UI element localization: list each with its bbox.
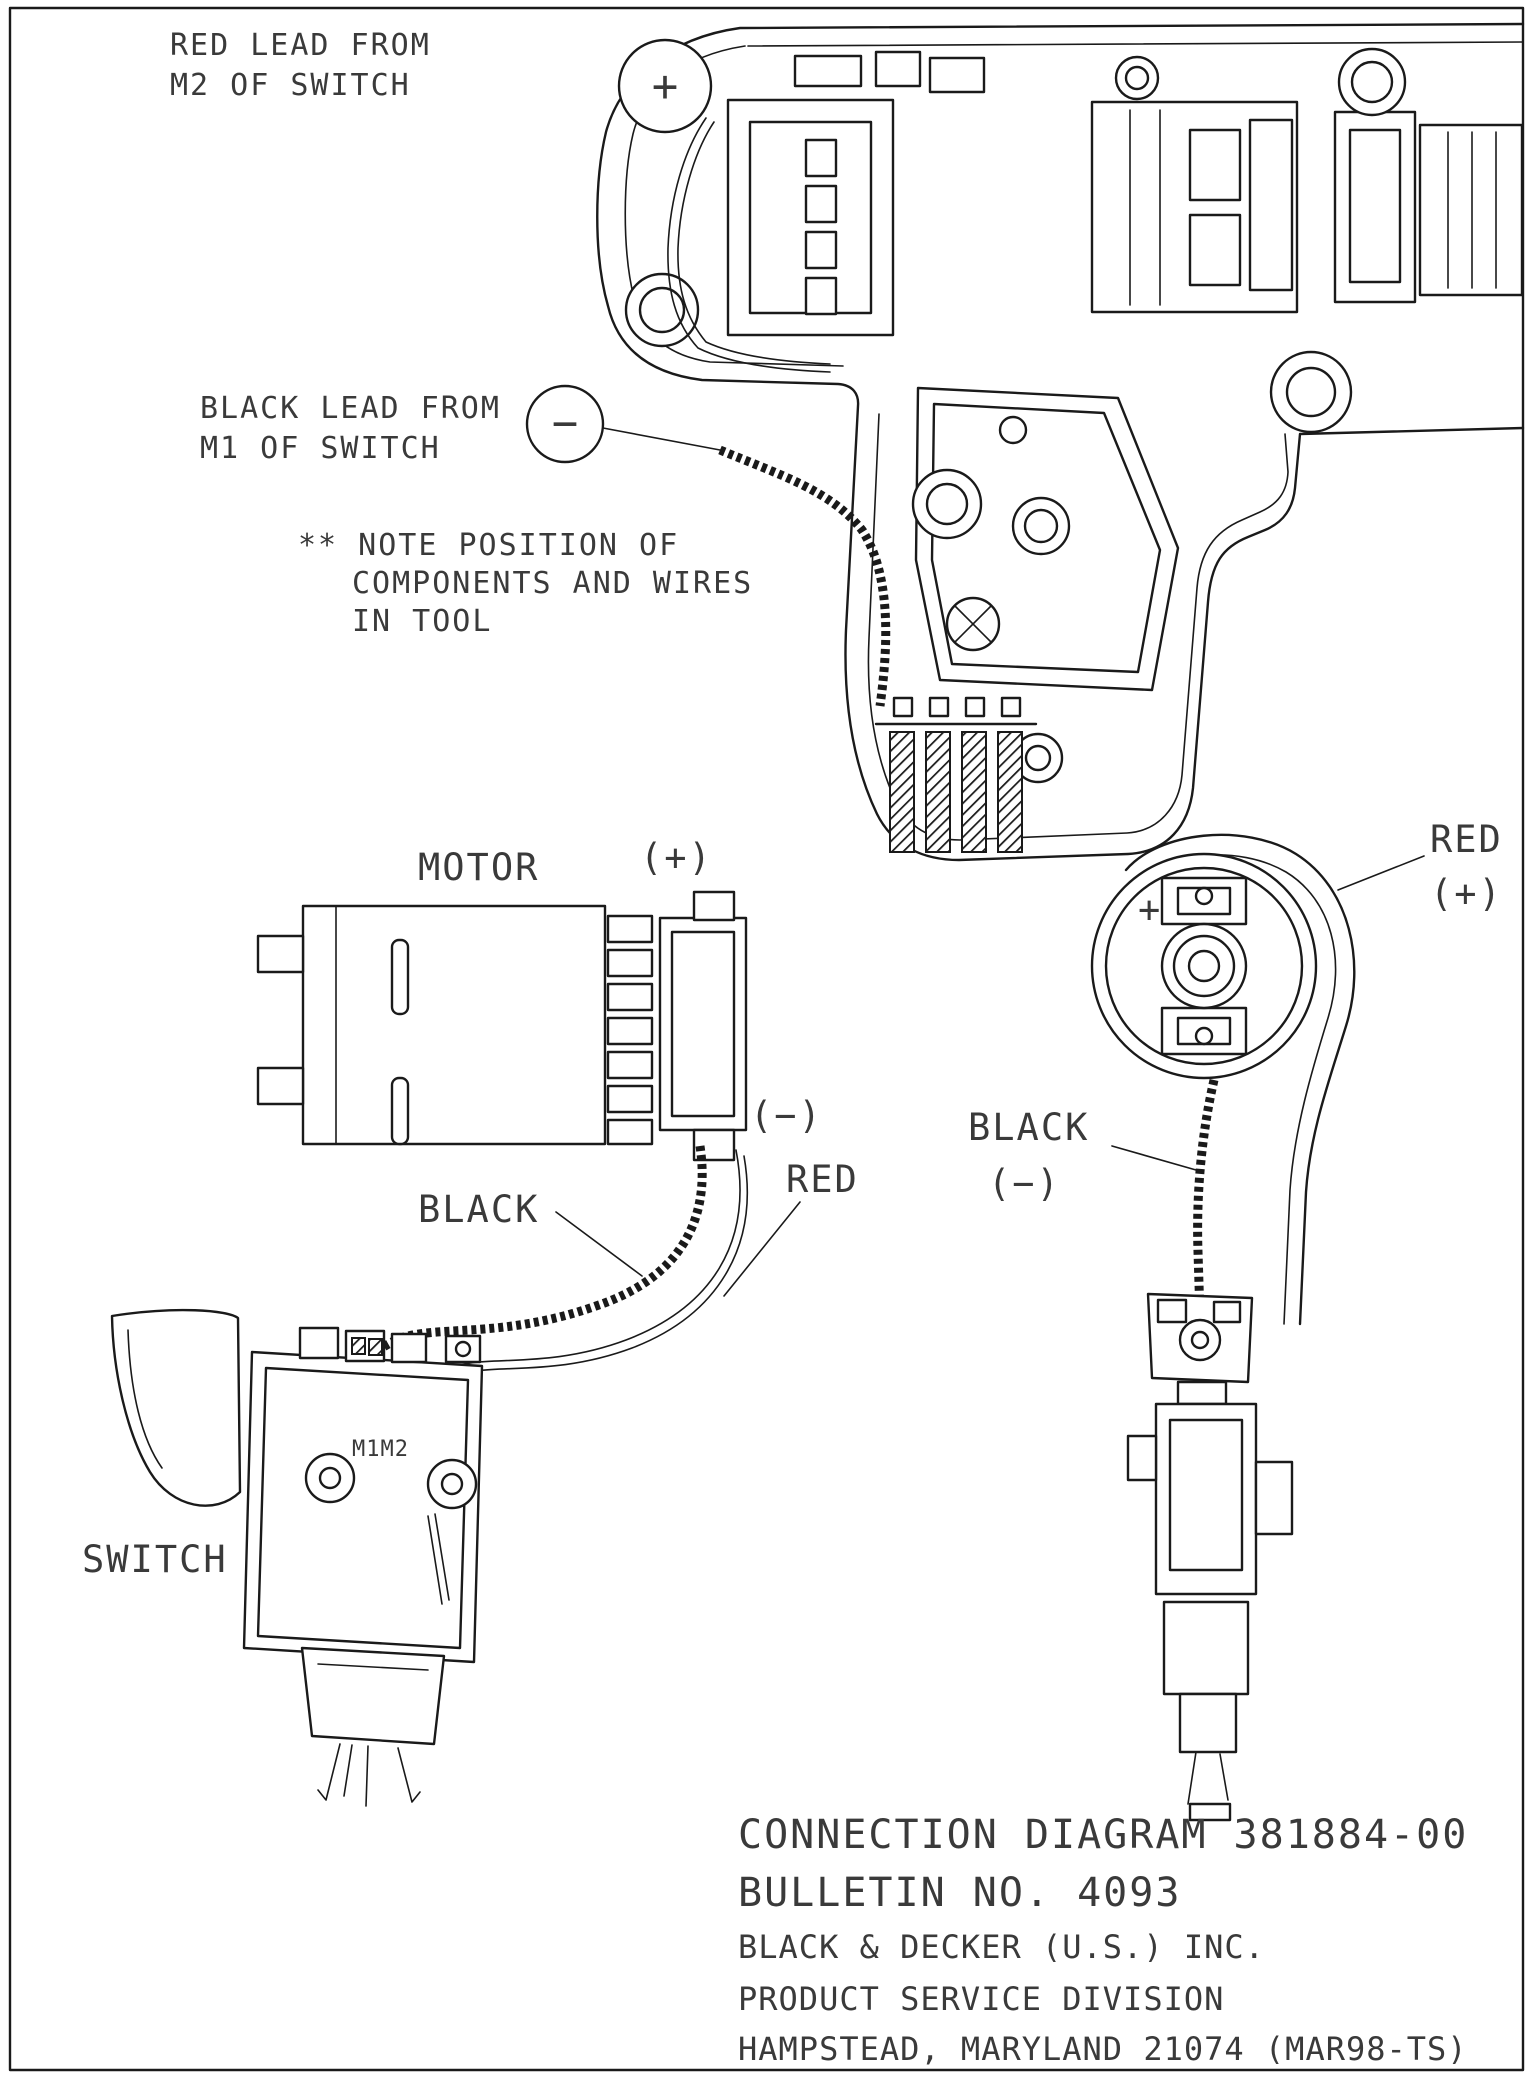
rear-switch-tab-right [1254, 1460, 1294, 1536]
red-wire-leader-line [723, 1201, 801, 1297]
tool-interior-view [596, 22, 1525, 862]
rear-black-label: BLACK [968, 1106, 1089, 1149]
connector-pin-2 [365, 1745, 369, 1807]
motor-brush-plate [606, 914, 654, 1146]
rear-black-wire [1193, 1078, 1219, 1317]
note-line3: IN TOOL [352, 604, 492, 639]
motor-plus-label: (+) [640, 836, 713, 879]
motor-label: MOTOR [418, 846, 539, 889]
red-lead-wire [667, 117, 831, 373]
rear-switch-tab-left [1126, 1434, 1158, 1482]
rear-red-sign: (+) [1430, 872, 1503, 915]
connector-pin-4 [397, 1747, 421, 1803]
switch-body: M1M2 [242, 1326, 484, 1664]
battery-terminal-comb [874, 696, 1038, 853]
minus-symbol: − [552, 398, 579, 449]
gear-housing [1333, 110, 1524, 304]
black-lead-callout-line1: BLACK LEAD FROM [200, 391, 501, 426]
red-wire-label: RED [786, 1158, 859, 1201]
motor-side-view: MOTOR (+) (−) BLACK RED [256, 836, 859, 1377]
connector-pin-1 [317, 1743, 341, 1801]
red-lead-callout-line1: RED LEAD FROM [170, 28, 431, 63]
note-line1: ** NOTE POSITION OF [298, 528, 679, 563]
motor-terminal-positive [692, 890, 736, 922]
callouts: RED LEAD FROM M2 OF SWITCH + BLACK LEAD … [170, 28, 753, 639]
motor-vent-slot-bottom [390, 1076, 410, 1146]
phillips-screw-icon [945, 596, 1001, 652]
motor-end-bell: + [1090, 852, 1318, 1080]
motor-body [301, 904, 607, 1146]
motor-mount-tab-bottom [256, 1066, 305, 1106]
plus-terminal-circle-icon [617, 38, 713, 134]
rear-red-label: RED [1430, 818, 1503, 861]
switch-label: SWITCH [82, 1538, 228, 1581]
minus-terminal-circle-icon [525, 384, 605, 464]
motor-block-in-tool [1090, 100, 1299, 314]
black-wire-label: BLACK [418, 1188, 539, 1231]
handle-inner-wall [867, 413, 1289, 841]
plus-symbol: + [652, 61, 679, 112]
terminal-m2 [368, 1338, 383, 1356]
rear-polarity-plus-mark: + [1138, 888, 1162, 931]
gearbox-block [726, 50, 986, 337]
title-line-5: HAMPSTEAD, MARYLAND 21074 (MAR98-TS) [738, 2030, 1468, 2068]
m1m2-label: M1M2 [352, 1437, 409, 1462]
switch-side-view: SWITCH M1M2 [82, 1308, 484, 1807]
note-line2: COMPONENTS AND WIRES [352, 566, 753, 601]
page-border [8, 6, 1525, 2072]
rear-switch-assembly [1126, 1292, 1294, 1822]
black-lead-callout-line2: M1 OF SWITCH [200, 431, 441, 466]
motor-minus-label: (−) [750, 1094, 823, 1137]
red-wire-motor-to-switch [449, 1149, 748, 1377]
rear-black-sign: (−) [988, 1162, 1061, 1205]
title-line-3: BLACK & DECKER (U.S.) INC. [738, 1928, 1265, 1966]
switch-trigger [110, 1308, 242, 1507]
tool-housing-outline [596, 22, 1525, 862]
terminal-m1 [351, 1337, 366, 1355]
title-line-4: PRODUCT SERVICE DIVISION [738, 1980, 1224, 2018]
black-lead-leader-line [602, 427, 721, 451]
rear-red-leader-line [1337, 855, 1425, 891]
rear-switch-pins [1187, 1751, 1229, 1805]
connector-pin-3 [343, 1744, 353, 1797]
motor-terminal-negative [692, 1128, 736, 1162]
black-lead-wire [718, 445, 891, 707]
tool-housing-inner-top [747, 41, 1524, 47]
title-block: CONNECTION DIAGRAM 381884-00 BULLETIN NO… [738, 1812, 1468, 2068]
switch-lever-spring [427, 1513, 450, 1605]
rear-black-leader-line [1111, 1145, 1197, 1171]
black-wire-leader-line [555, 1211, 643, 1277]
title-line-1: CONNECTION DIAGRAM 381884-00 [738, 1812, 1468, 1858]
switch-bottom-connector [300, 1646, 446, 1807]
motor-mount-tab-top [256, 934, 305, 974]
motor-vent-slot-top [390, 938, 410, 1016]
red-lead-callout-line2: M2 OF SWITCH [170, 68, 411, 103]
title-line-2: BULLETIN NO. 4093 [738, 1870, 1181, 1916]
motor-rear-view: + RED (+) BLACK (−) [968, 818, 1503, 1822]
